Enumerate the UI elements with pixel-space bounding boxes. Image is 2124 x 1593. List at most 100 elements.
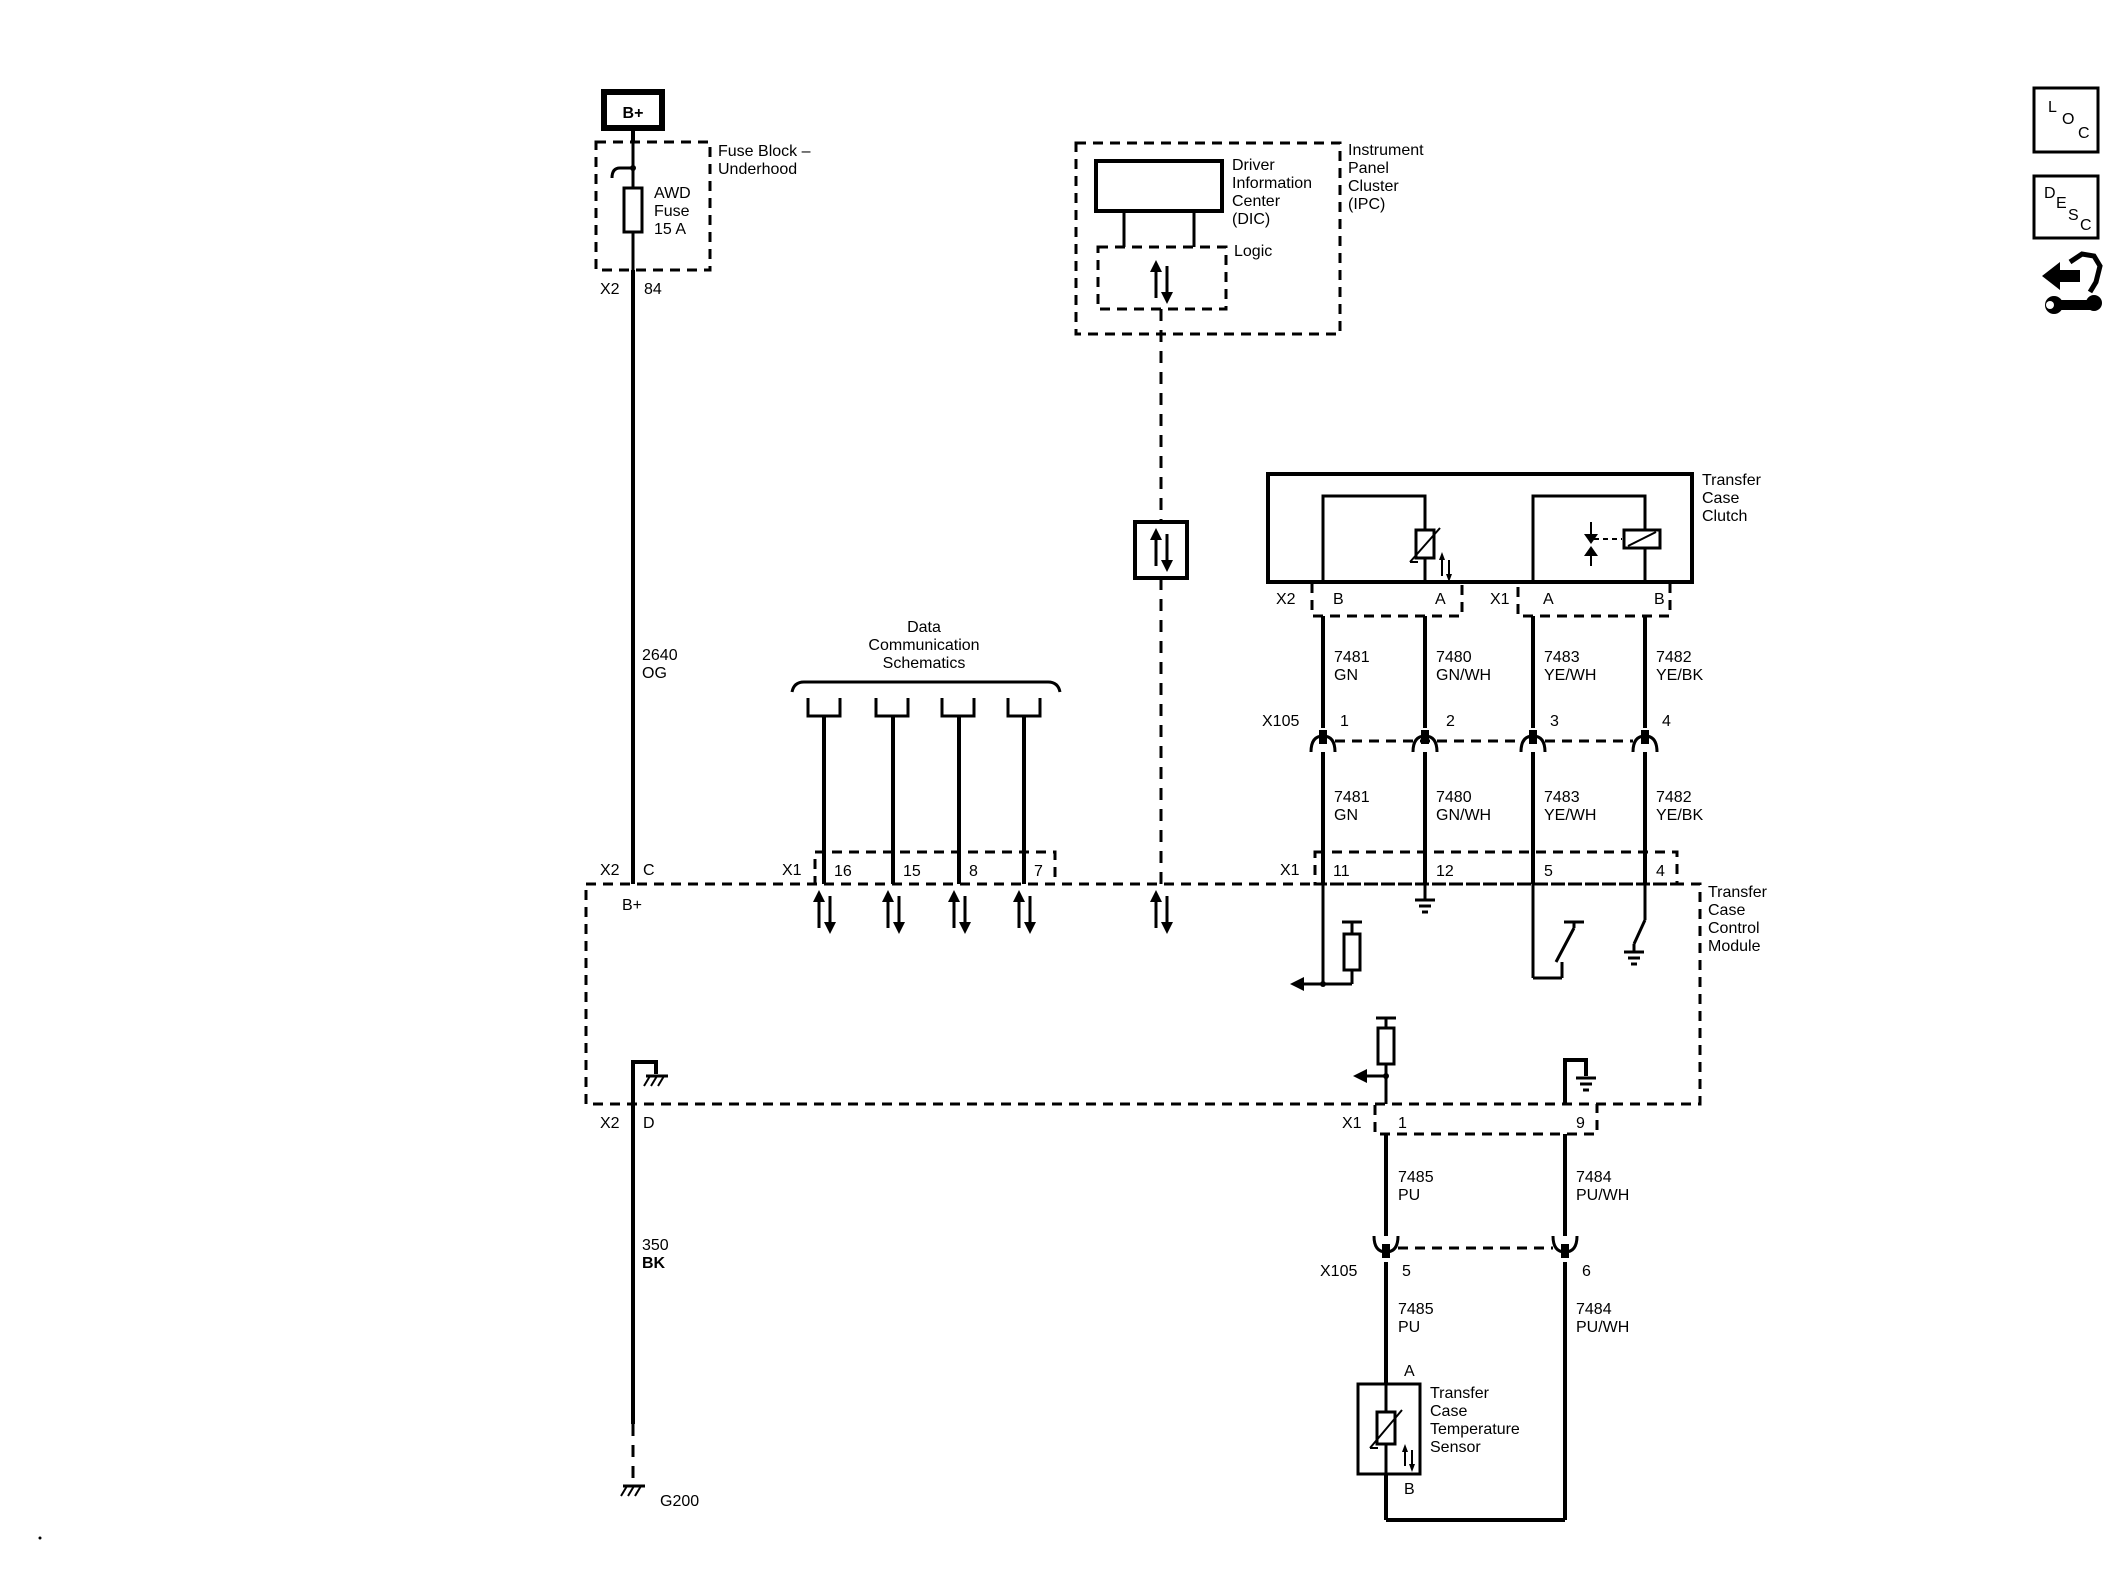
upper-wire-4-color: YE/BK (1656, 667, 1703, 684)
pin9-ground-icon (1574, 1076, 1598, 1092)
upper-wire-2-number: 7480 (1436, 649, 1472, 666)
sensor-wires (1384, 1134, 1567, 1522)
lower-wire-3-color: YE/WH (1544, 807, 1596, 824)
upper-wire-4-number: 7482 (1656, 649, 1692, 666)
fuse-connector-label: X2 (600, 281, 620, 298)
dic-display (1094, 159, 1224, 247)
battery-label: B+ (623, 105, 644, 122)
ground-label: G200 (660, 1493, 699, 1510)
desc-letter-c: C (2080, 217, 2092, 234)
clutch-title-1: Transfer (1702, 472, 1762, 489)
x105-lower-connector (1372, 1234, 1579, 1260)
upper-wire-1-color: GN (1334, 667, 1358, 684)
x105-lower-pin-6: 6 (1582, 1263, 1591, 1280)
desc-letter-d: D (2044, 185, 2056, 202)
dic-label-3: Center (1232, 193, 1281, 210)
lower-wire-2-number: 7480 (1436, 789, 1472, 806)
clutch-x1-label: X1 (1490, 591, 1510, 608)
clutch-x2-label: X2 (1276, 591, 1296, 608)
clutch-x2-connector (1310, 580, 1464, 618)
loc-letter-l: L (2048, 99, 2057, 116)
clutch-x1-pin-b: B (1654, 591, 1665, 608)
module-bplus: B+ (622, 897, 642, 914)
module-pin-d: D (643, 1115, 655, 1132)
wrench-arrow-icon[interactable] (2042, 251, 2103, 314)
stray-dot (38, 1536, 42, 1540)
clutch-title-3: Clutch (1702, 508, 1747, 525)
dic-label-4: (DIC) (1232, 211, 1270, 228)
loc-letter-o: O (2062, 111, 2074, 128)
clutch-x1-pin-a: A (1543, 591, 1554, 608)
lower-wire-1-number: 7481 (1334, 789, 1370, 806)
fuse-pin-label: 84 (644, 281, 662, 298)
data-comm-title-1: Data (907, 619, 941, 636)
awd-fuse-icon (622, 168, 644, 270)
dic-label-2: Information (1232, 175, 1312, 192)
desc-letter-s: S (2068, 207, 2079, 224)
loc-icon[interactable]: L O C (2032, 86, 2100, 154)
wire-350-number: 350 (642, 1237, 669, 1254)
data-comm-arrow-2-icon (880, 888, 907, 936)
serial-data-box (1133, 520, 1189, 580)
x105-lower-label: X105 (1320, 1263, 1357, 1280)
data-communication-schematics: Data Communication Schematics (790, 619, 1062, 886)
clutch-title-2: Case (1702, 490, 1739, 507)
data-comm-connector: X1 (782, 862, 802, 879)
module-title-4: Module (1708, 938, 1761, 955)
lower-wire-4-number: 7482 (1656, 789, 1692, 806)
module-pin-c: C (643, 862, 655, 879)
sensor-title-3: Temperature (1430, 1421, 1520, 1438)
x105-upper-label: X105 (1262, 713, 1299, 730)
module-x1-connector (1313, 850, 1679, 886)
x105-upper-pin-2: 2 (1446, 713, 1455, 730)
upper-wire-1-number: 7481 (1334, 649, 1370, 666)
sensor-title-4: Sensor (1430, 1439, 1481, 1456)
sensor-pin-b: B (1404, 1481, 1415, 1498)
module-bottom-pin-1: 1 (1398, 1115, 1407, 1132)
clutch-wires-lower (1321, 752, 1647, 884)
module-x1-label: X1 (1280, 862, 1300, 879)
module-x1-bottom-connector (1373, 1102, 1599, 1136)
clutch-wires-upper (1321, 616, 1647, 728)
x105-upper-pin-4: 4 (1662, 713, 1671, 730)
module-pin-11: 11 (1333, 863, 1350, 880)
pin5-switch-icon (1554, 927, 1576, 963)
wire-350-color: BK (642, 1255, 666, 1272)
lower-wire-a-number: 7485 (1398, 1169, 1434, 1186)
upper-wire-3-color: YE/WH (1544, 667, 1596, 684)
data-comm-title-3: Schematics (883, 655, 966, 672)
pin4-ground-icon (1622, 950, 1646, 966)
clutch-x2-pin-b: B (1333, 591, 1344, 608)
wire-2640-number: 2640 (642, 647, 678, 664)
lower-wire-1-color: GN (1334, 807, 1358, 824)
lower-wire-a2-color: PU (1398, 1319, 1420, 1336)
dic-label-1: Driver (1232, 157, 1275, 174)
module-internal-circuits (631, 884, 1647, 1104)
ipc-title-4: (IPC) (1348, 196, 1385, 213)
module-x1-bottom-label: X1 (1342, 1115, 1362, 1132)
module-pin-4: 4 (1656, 863, 1665, 880)
lower-wire-b-number: 7484 (1576, 1169, 1612, 1186)
fuse-label-3: 15 A (654, 221, 686, 238)
x105-upper-connector (1309, 728, 1659, 754)
transfer-case-control-module: Transfer Case Control Module (584, 850, 1768, 1106)
lower-wire-2-color: GN/WH (1436, 807, 1491, 824)
x105-upper-pin-3: 3 (1550, 713, 1559, 730)
transfer-case-temperature-sensor (1356, 1382, 1422, 1476)
module-title-3: Control (1708, 920, 1760, 937)
module-pin-12: 12 (1436, 863, 1454, 880)
lower-wire-b2-number: 7484 (1576, 1301, 1612, 1318)
desc-icon[interactable]: D E S C (2032, 174, 2100, 240)
lower-wire-b-color: PU/WH (1576, 1187, 1629, 1204)
ipc-bidirectional-arrow-icon (1148, 258, 1175, 306)
lower-wire-4-color: YE/BK (1656, 807, 1703, 824)
module-pin-5: 5 (1544, 863, 1553, 880)
upper-wire-3-number: 7483 (1544, 649, 1580, 666)
module-internal-ground-icon (642, 1074, 670, 1088)
temperature-sensor-thermistor-icon (1369, 1409, 1415, 1472)
module-x2-bottom-label: X2 (600, 1115, 620, 1132)
instrument-panel-cluster: Instrument Panel Cluster (IPC) Driver In… (1074, 141, 1424, 336)
pin12-ground-icon (1413, 898, 1437, 914)
clutch-solenoid-icon (1584, 522, 1662, 566)
